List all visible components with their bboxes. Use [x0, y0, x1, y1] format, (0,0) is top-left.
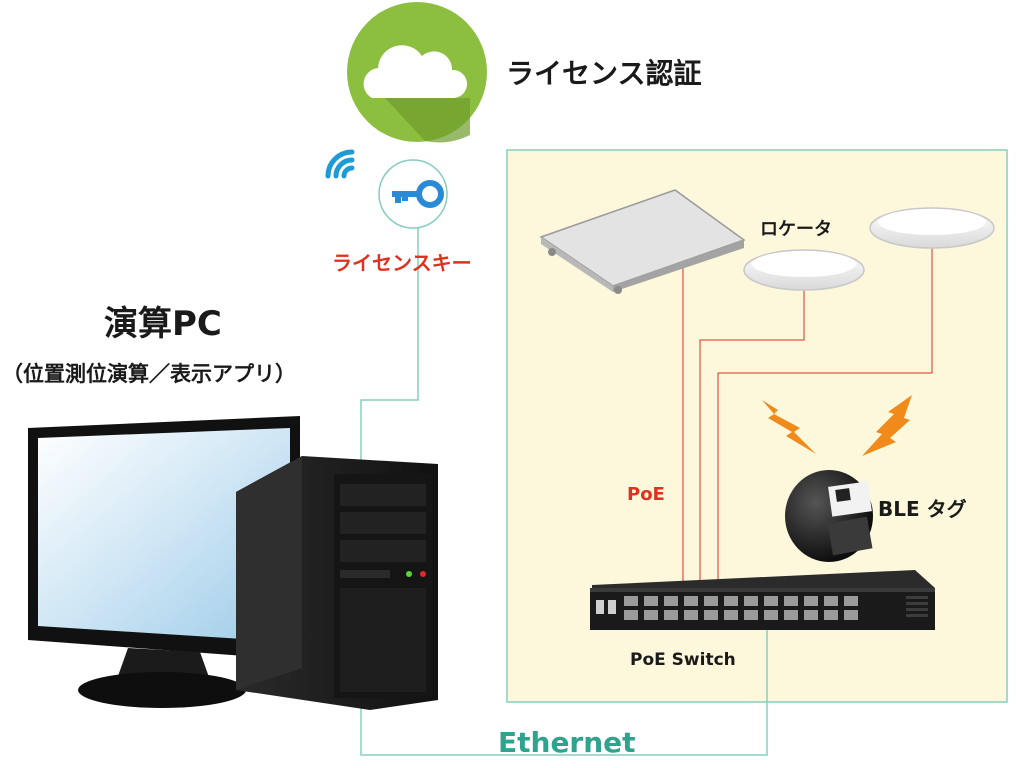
- switch-port: [804, 596, 818, 606]
- switch-port: [684, 610, 698, 620]
- switch-port: [704, 610, 718, 620]
- poe-switch-label: PoE Switch: [630, 650, 736, 670]
- switch-port: [844, 610, 858, 620]
- lightning-icon: [762, 395, 912, 456]
- locator-label: ロケータ: [760, 219, 832, 240]
- switch-port: [744, 610, 758, 620]
- switch-port: [764, 610, 778, 620]
- switch-port: [704, 596, 718, 606]
- pc-subtitle: （位置測位演算／表示アプリ）: [2, 362, 296, 386]
- ethernet-wiring: [360, 228, 768, 756]
- switch-port: [724, 610, 738, 620]
- locator-dome-2: [869, 207, 995, 249]
- switch-port: [824, 610, 838, 620]
- switch-port: [844, 596, 858, 606]
- pc-tower-device: [236, 456, 438, 710]
- ethernet-label: Ethernet: [498, 726, 636, 759]
- switch-port: [724, 596, 738, 606]
- cloud-icon: [347, 2, 487, 143]
- poe-label: PoE: [627, 484, 665, 505]
- switch-port: [784, 610, 798, 620]
- license-auth-label: ライセンス認証: [506, 57, 702, 90]
- key-icon: [378, 159, 448, 229]
- switch-port: [804, 610, 818, 620]
- switch-port: [664, 610, 678, 620]
- switch-port: [624, 610, 638, 620]
- switch-port: [744, 596, 758, 606]
- poe-switch-device: [590, 570, 935, 630]
- switch-port: [784, 596, 798, 606]
- ble-tag-device: [785, 470, 873, 562]
- ble-tag-label: BLE タグ: [878, 497, 967, 521]
- monitor-device: [28, 416, 300, 708]
- switch-port: [624, 596, 638, 606]
- switch-port: [824, 596, 838, 606]
- pc-title: 演算PC: [104, 304, 222, 344]
- poe-wiring: [682, 248, 933, 590]
- switch-port: [664, 596, 678, 606]
- switch-port: [644, 596, 658, 606]
- locator-dome-1: [743, 249, 865, 291]
- locator-panel-device: [539, 189, 746, 294]
- switch-port: [644, 610, 658, 620]
- license-key-label: ライセンスキー: [332, 251, 472, 275]
- switch-port: [764, 596, 778, 606]
- switch-port: [684, 596, 698, 606]
- wifi-icon: [325, 149, 355, 179]
